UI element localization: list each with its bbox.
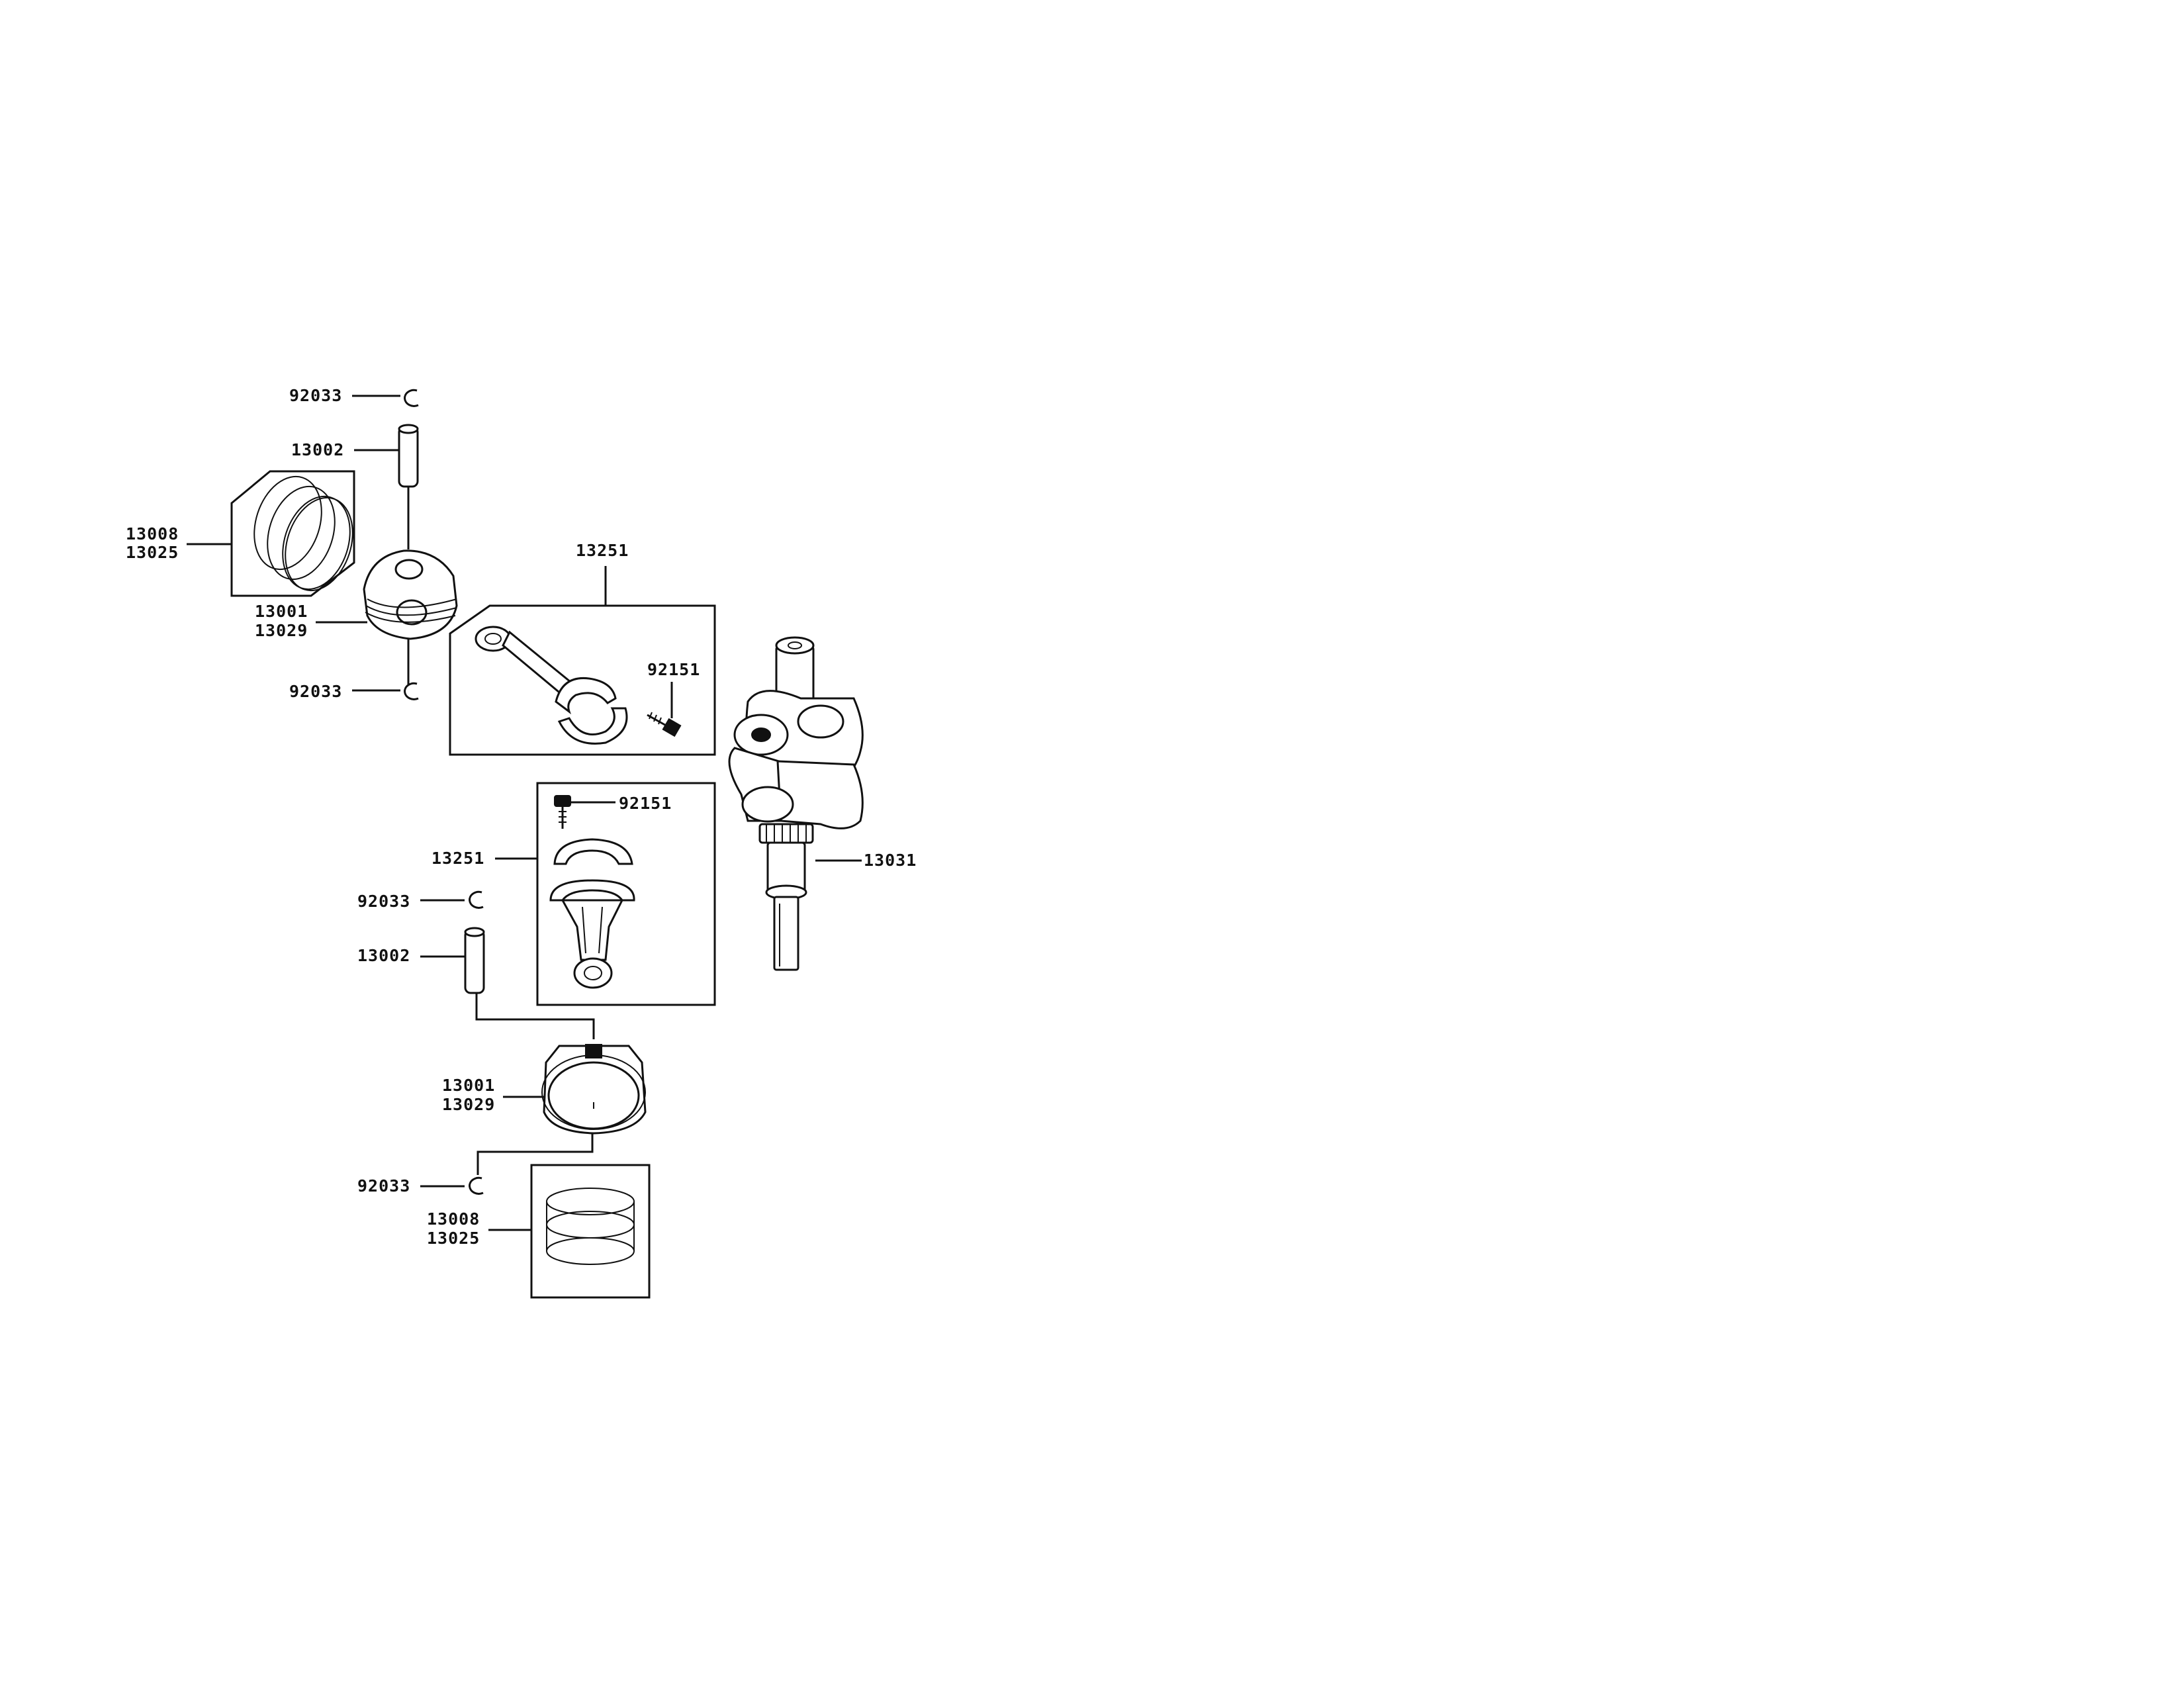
rod-box: [536, 782, 716, 1006]
piston-rings-icon[interactable]: [230, 468, 364, 600]
part-number-label[interactable]: 13008: [427, 1209, 480, 1229]
connecting-rod-icon[interactable]: [475, 626, 628, 745]
piston-pin-icon[interactable]: [398, 424, 419, 488]
rod-box: [449, 604, 716, 756]
part-number-label[interactable]: 13002: [291, 440, 344, 459]
part-number-label[interactable]: 13001: [255, 602, 308, 621]
part-number-label[interactable]: 92033: [289, 386, 342, 405]
piston-rings-icon[interactable]: [530, 1164, 651, 1299]
rod-bolt-icon[interactable]: [647, 712, 682, 737]
connecting-rod-icon[interactable]: [549, 838, 635, 989]
crankshaft-icon[interactable]: [728, 636, 864, 971]
part-number-label[interactable]: 13001: [442, 1076, 495, 1095]
part-number-label[interactable]: 13029: [442, 1095, 495, 1114]
part-number-label[interactable]: 13251: [432, 849, 484, 868]
part-number-label[interactable]: 92151: [619, 794, 672, 813]
circlip-icon[interactable]: [404, 389, 419, 407]
part-number-label[interactable]: 13031: [864, 851, 917, 870]
circlip-icon[interactable]: [404, 682, 419, 700]
part-number-label[interactable]: 92033: [289, 682, 342, 701]
piston-icon[interactable]: [541, 1044, 647, 1135]
rod-bolt-icon[interactable]: [554, 795, 571, 829]
piston-pin-icon[interactable]: [464, 927, 485, 994]
circlip-icon[interactable]: [469, 890, 484, 909]
part-number-label[interactable]: 92033: [357, 1176, 410, 1196]
piston-icon[interactable]: [363, 549, 458, 640]
part-number-label[interactable]: 13029: [255, 621, 308, 640]
part-number-label[interactable]: 13008: [126, 524, 179, 543]
part-number-label[interactable]: 13025: [427, 1229, 480, 1248]
part-number-label[interactable]: 92033: [357, 892, 410, 911]
part-number-label[interactable]: 13251: [576, 541, 629, 560]
part-number-label[interactable]: 92151: [647, 660, 700, 679]
part-number-label[interactable]: 13002: [357, 946, 410, 965]
circlip-icon[interactable]: [469, 1176, 484, 1195]
part-number-label[interactable]: 13025: [126, 543, 179, 562]
